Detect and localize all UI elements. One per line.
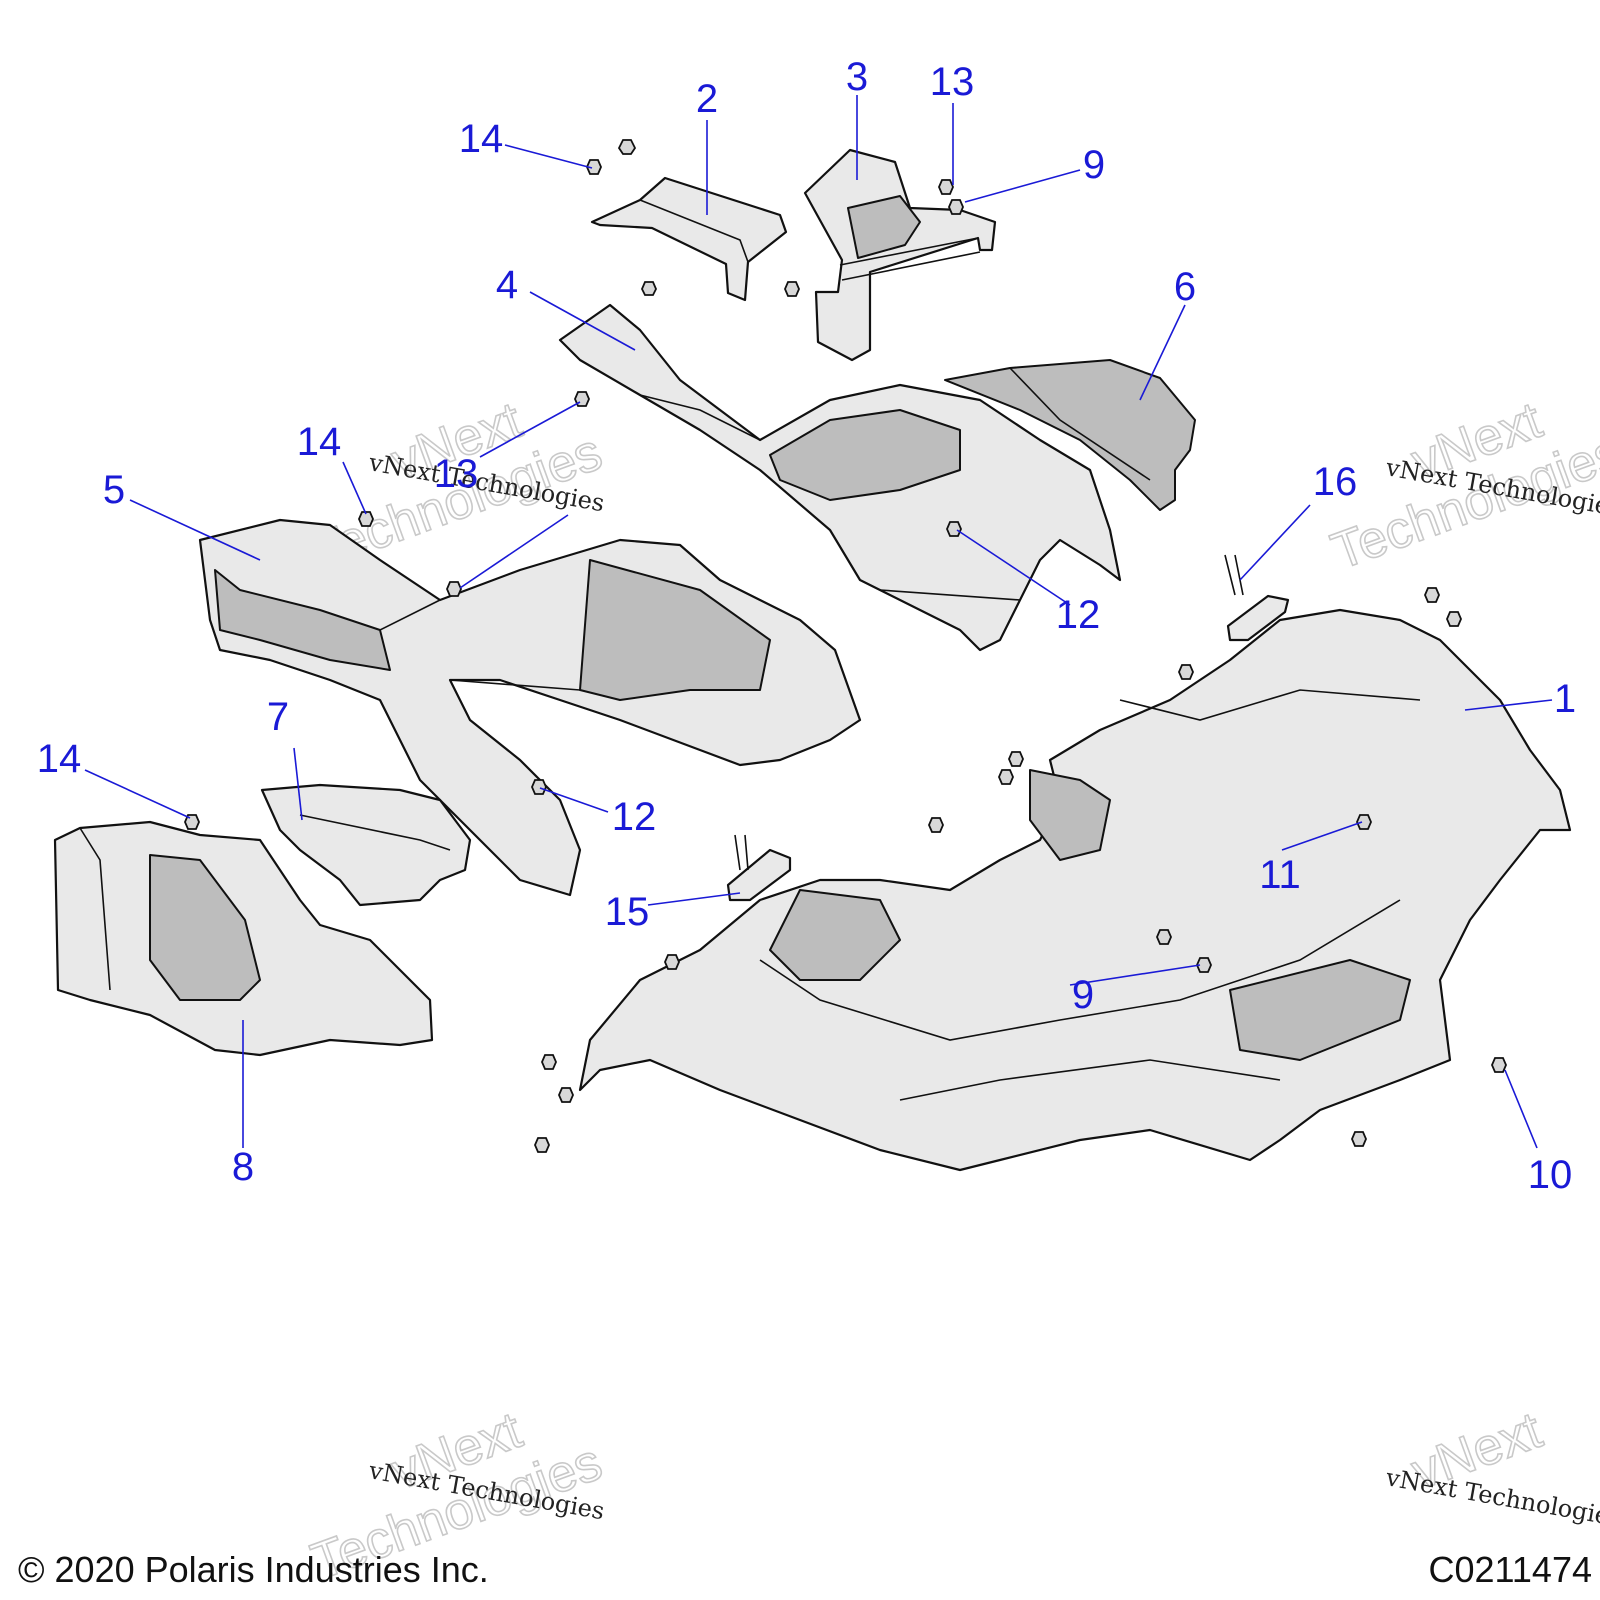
part-15-clip xyxy=(726,834,792,902)
callout-12-lower: 12 xyxy=(612,795,657,839)
leader-lines xyxy=(84,95,1553,1149)
part-3-grille xyxy=(803,148,997,362)
callout-5: 5 xyxy=(103,468,125,512)
callout-3: 3 xyxy=(846,55,868,99)
fastener-group xyxy=(358,159,1507,1153)
callout-7: 7 xyxy=(267,695,289,739)
callout-6: 6 xyxy=(1174,265,1196,309)
callout-labels: 1 2 3 4 5 6 7 8 9 9 10 11 12 12 13 13 14… xyxy=(37,55,1576,1197)
callout-10: 10 xyxy=(1528,1153,1573,1197)
callout-13-middle: 13 xyxy=(434,452,479,496)
callout-1: 1 xyxy=(1554,677,1576,721)
part-1-body-shell xyxy=(578,608,1572,1172)
part-7-side-shield xyxy=(260,783,472,907)
part-4-center-tunnel xyxy=(558,303,1122,652)
callout-8: 8 xyxy=(232,1145,254,1189)
callout-14-middle: 14 xyxy=(297,420,342,464)
callout-15: 15 xyxy=(605,890,650,934)
part-5-front-panel xyxy=(198,518,862,897)
callout-14-lower: 14 xyxy=(37,737,82,781)
callout-14-upper: 14 xyxy=(459,117,504,161)
callout-9-lower: 9 xyxy=(1072,973,1094,1017)
callout-2: 2 xyxy=(696,77,718,121)
callout-9-upper: 9 xyxy=(1083,143,1105,187)
figure-id: C0211474 xyxy=(1429,1549,1592,1590)
part-16-clip xyxy=(1224,554,1290,642)
part-6-side-panel xyxy=(944,359,1196,511)
callout-4: 4 xyxy=(496,263,518,307)
callout-13-upper: 13 xyxy=(930,60,975,104)
copyright-text: © 2020 Polaris Industries Inc. xyxy=(18,1549,489,1590)
part-8-lower-fender xyxy=(53,814,434,1057)
part-2-upper-panel xyxy=(590,139,788,302)
callout-11: 11 xyxy=(1259,853,1301,897)
callout-12-upper: 12 xyxy=(1056,593,1101,637)
callout-16: 16 xyxy=(1313,460,1358,504)
